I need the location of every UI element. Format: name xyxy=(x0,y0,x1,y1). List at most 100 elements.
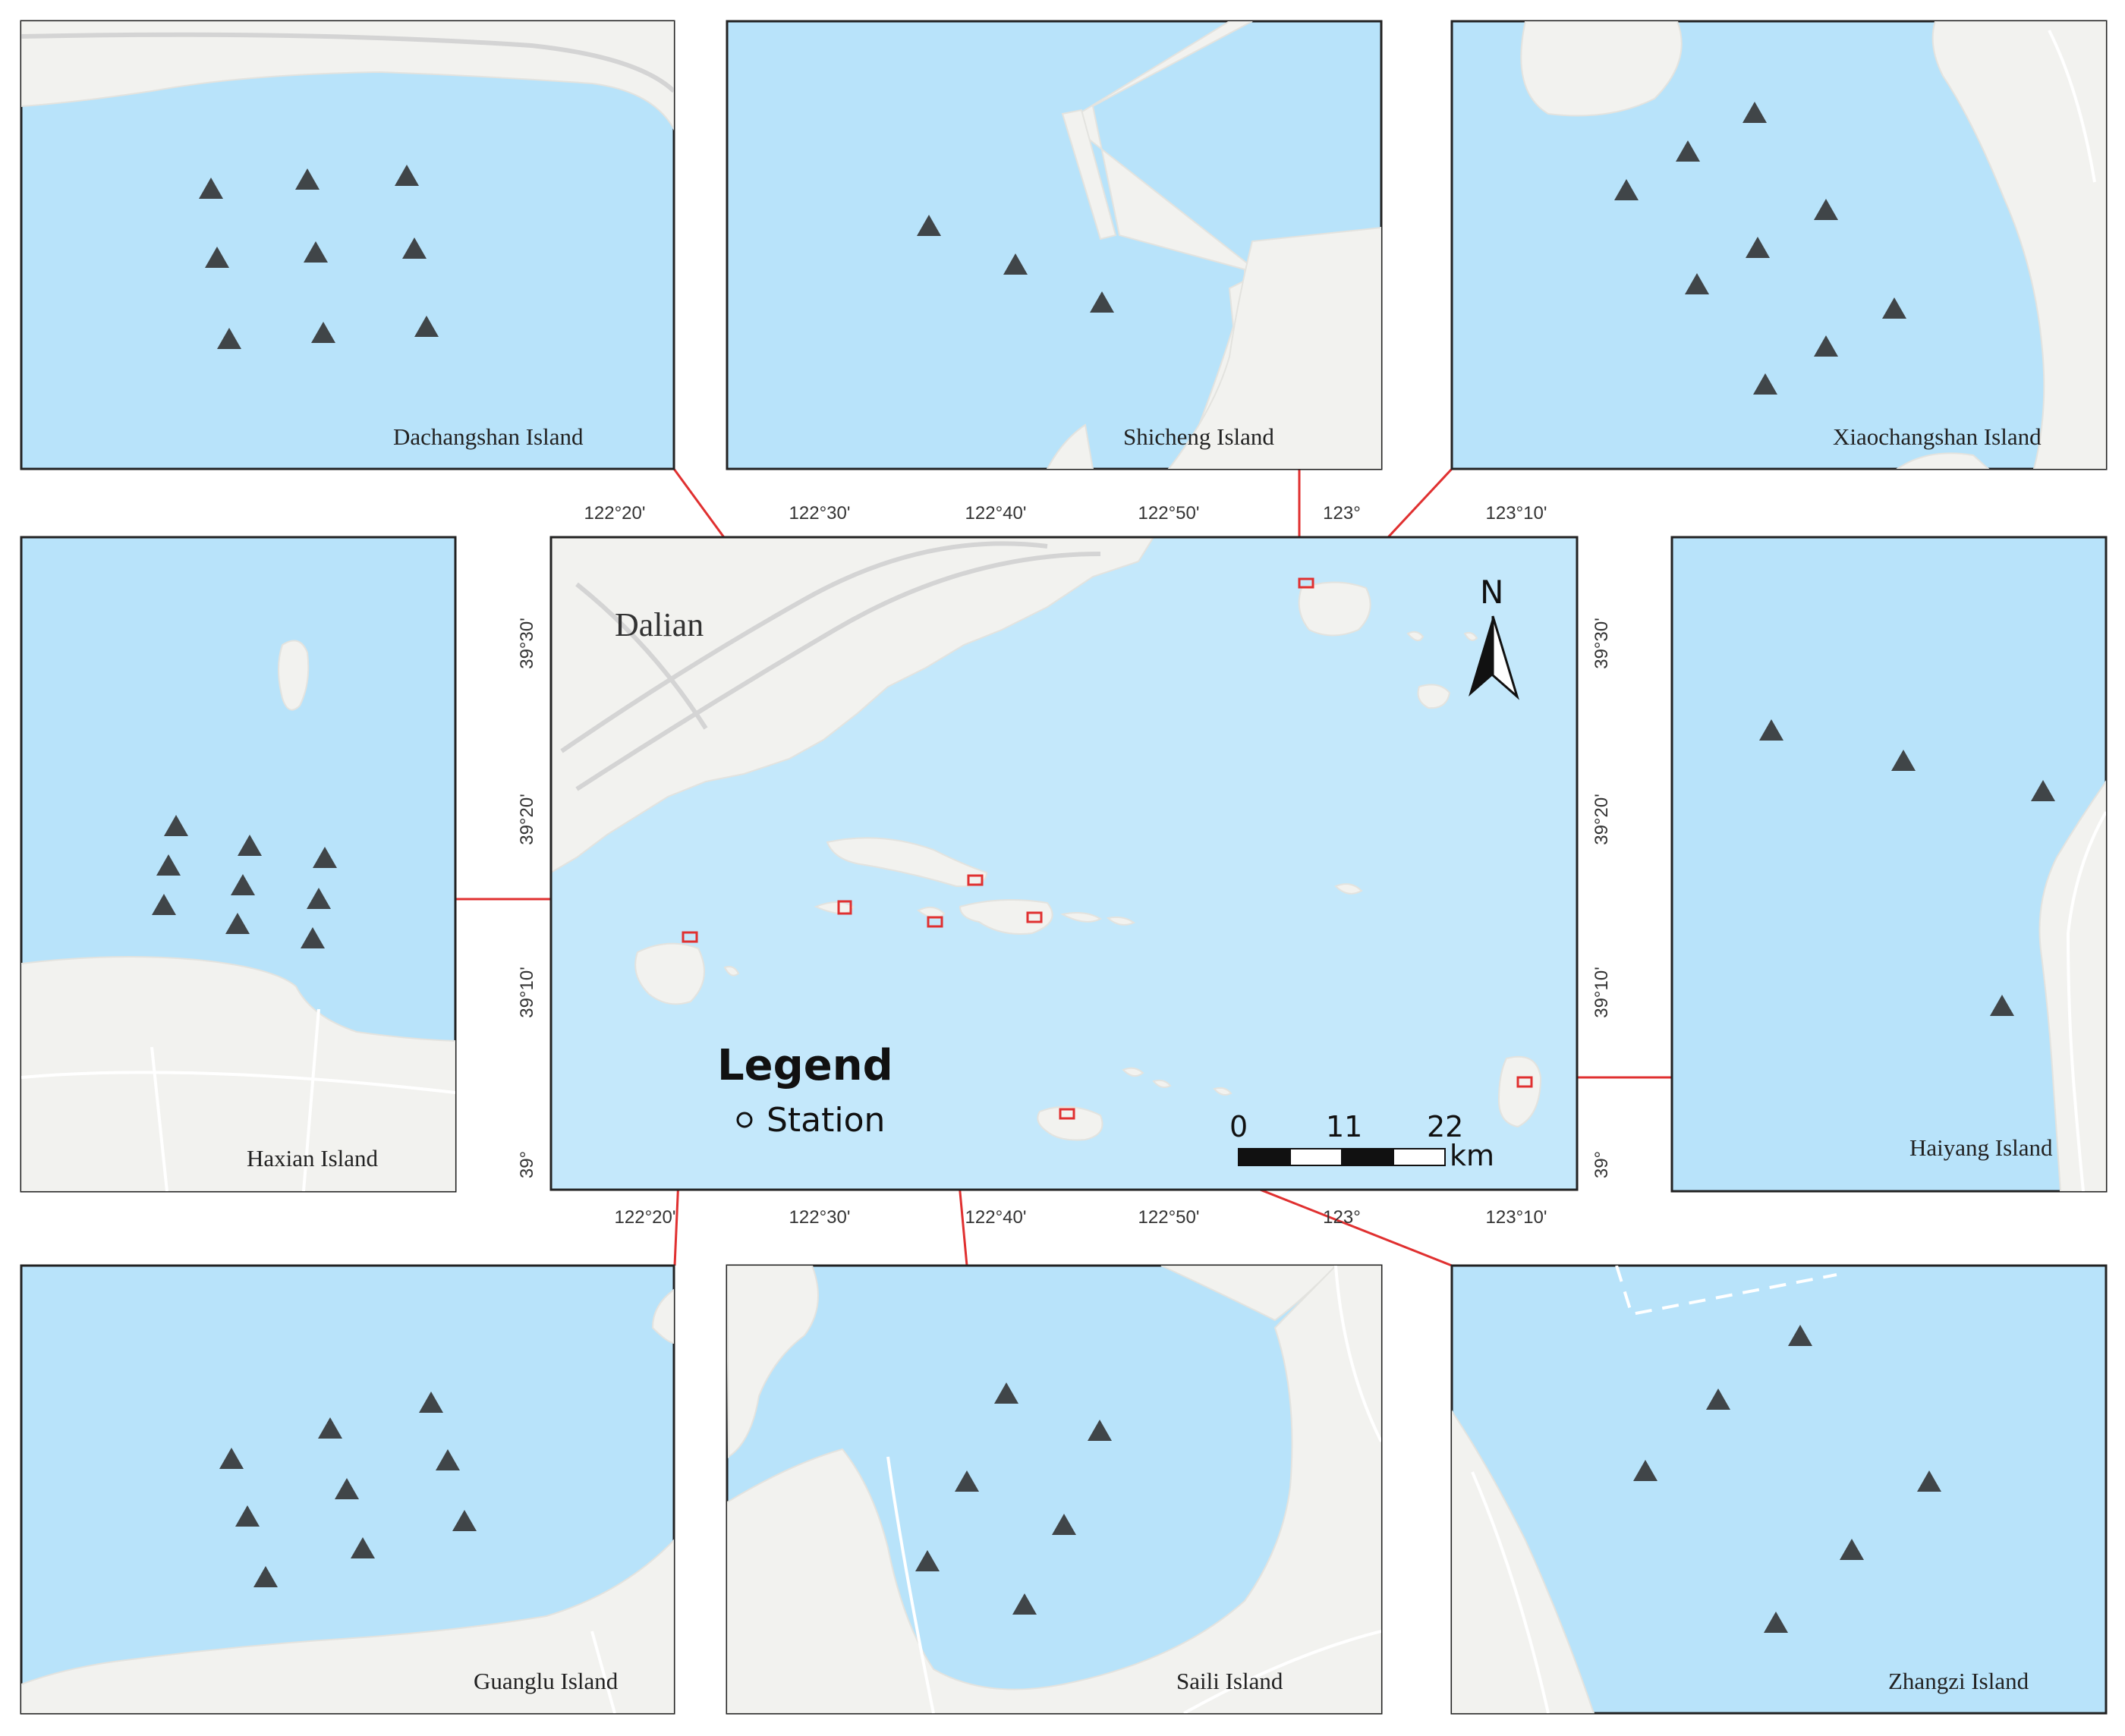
top-tick-3: 122°40' xyxy=(965,503,1027,524)
scale-seg-3 xyxy=(1341,1148,1394,1166)
north-arrow: N xyxy=(1469,574,1519,700)
haiyang-land xyxy=(2038,780,2106,1191)
station-marker xyxy=(301,927,325,948)
north-label: N xyxy=(1480,574,1503,611)
station-marker xyxy=(395,165,419,186)
shicheng-stations xyxy=(917,215,1114,313)
station-marker xyxy=(1891,750,1916,771)
locator-dachangshan xyxy=(967,874,984,886)
inset-dachangshan-frame xyxy=(20,20,675,470)
station-marker xyxy=(164,815,188,836)
haxian-road-2 xyxy=(21,1071,455,1094)
right-tick-4: 39° xyxy=(1591,1151,1612,1178)
scale-seg-4 xyxy=(1393,1148,1446,1166)
islet-3 xyxy=(1463,631,1478,641)
guanglu-road xyxy=(590,1631,616,1713)
station-marker xyxy=(1840,1539,1864,1560)
station-marker xyxy=(994,1382,1018,1404)
station-marker xyxy=(205,247,229,268)
zhangzi-land xyxy=(1037,1105,1103,1141)
station-marker xyxy=(1759,719,1783,741)
inset-haiyang-frame xyxy=(1670,536,2108,1193)
station-marker xyxy=(1012,1593,1037,1615)
saili-road-2 xyxy=(1334,1266,1381,1442)
station-marker xyxy=(318,1417,342,1439)
bottom-tick-4: 122°50' xyxy=(1138,1207,1200,1228)
right-tick-1: 39°30' xyxy=(1591,618,1612,669)
station-marker xyxy=(1753,373,1777,395)
inset-saili: Saili Island xyxy=(726,1264,1383,1715)
station-marker xyxy=(1676,140,1700,162)
shicheng-pier xyxy=(1061,108,1117,241)
dachangshan-road xyxy=(21,32,674,93)
scale-seg-1 xyxy=(1238,1148,1291,1166)
shicheng-land xyxy=(1298,581,1371,637)
saili-road-1 xyxy=(886,1456,935,1713)
north-arrow-right xyxy=(1491,615,1519,700)
inset-zhangzi: Zhangzi Island xyxy=(1450,1264,2108,1715)
station-marker xyxy=(313,847,337,868)
saili-land-left xyxy=(727,1266,819,1458)
mainland-land xyxy=(551,537,1155,874)
xiaochangshan-land xyxy=(959,899,1053,935)
station-marker xyxy=(915,1550,940,1571)
haiyang-land xyxy=(1497,1055,1542,1128)
legend: Legend Station xyxy=(717,1041,893,1140)
islet-1 xyxy=(1406,631,1425,642)
left-tick-1: 39°30' xyxy=(517,618,537,669)
haxian-land xyxy=(814,901,855,914)
mainland-road-1 xyxy=(560,541,1048,753)
station-marker xyxy=(1814,199,1838,220)
scale-label-22: 22 xyxy=(1427,1110,1463,1143)
saili-land-top xyxy=(1160,1266,1337,1322)
xiaochangshan-road xyxy=(2048,30,2096,183)
station-marker xyxy=(1633,1460,1658,1481)
station-marker xyxy=(238,835,262,856)
islet-8 xyxy=(1122,1067,1144,1077)
station-marker xyxy=(351,1537,375,1558)
dachangshan-coast xyxy=(21,21,674,131)
inset-xiaochangshan: Xiaochangshan Island xyxy=(1450,20,2108,470)
haiyang-road xyxy=(2066,811,2106,1191)
locator-haiyang xyxy=(1516,1076,1533,1088)
station-marker xyxy=(955,1470,979,1492)
islet-7 xyxy=(723,966,740,976)
station-marker xyxy=(1614,179,1639,200)
station-marker xyxy=(1814,335,1838,357)
islet-5 xyxy=(1106,916,1136,926)
scale-unit: km xyxy=(1450,1139,1494,1172)
inset-shicheng-label: Shicheng Island xyxy=(1123,423,1274,450)
xiaochangshan-stations xyxy=(1614,102,1906,395)
station-marker xyxy=(311,322,335,343)
station-marker xyxy=(419,1392,443,1413)
station-marker xyxy=(225,913,250,934)
station-marker xyxy=(402,237,427,259)
scale-label-11: 11 xyxy=(1326,1110,1362,1143)
north-arrow-left xyxy=(1469,616,1493,697)
city-label-dalian: Dalian xyxy=(615,606,704,643)
station-marker xyxy=(295,168,320,190)
station-marker xyxy=(1764,1612,1788,1633)
station-marker xyxy=(1917,1470,1941,1492)
guanglu-stations xyxy=(219,1392,477,1587)
saili-land xyxy=(727,1266,1381,1713)
xiaochangshan-islet xyxy=(1520,21,1683,117)
station-marker xyxy=(1706,1388,1730,1410)
station-marker xyxy=(414,316,439,337)
bottom-tick-3: 122°40' xyxy=(965,1207,1027,1228)
station-marker xyxy=(917,215,941,236)
station-marker xyxy=(235,1505,260,1527)
shicheng-land-2 xyxy=(1046,423,1094,469)
xiaochangshan-land xyxy=(1931,21,2106,469)
station-marker xyxy=(1685,273,1709,294)
top-tick-2: 122°30' xyxy=(789,503,851,524)
inset-saili-label: Saili Island xyxy=(1176,1668,1283,1694)
inset-haiyang-label: Haiyang Island xyxy=(1909,1134,2053,1161)
station-marker xyxy=(1052,1514,1076,1535)
inset-shicheng: Shicheng Island xyxy=(726,20,1383,470)
haxian-road-1 xyxy=(302,1008,320,1191)
inset-guanglu-label: Guanglu Island xyxy=(474,1668,619,1694)
station-marker xyxy=(1882,297,1906,319)
top-tick-1: 122°20' xyxy=(584,503,646,524)
station-marker xyxy=(231,874,255,895)
